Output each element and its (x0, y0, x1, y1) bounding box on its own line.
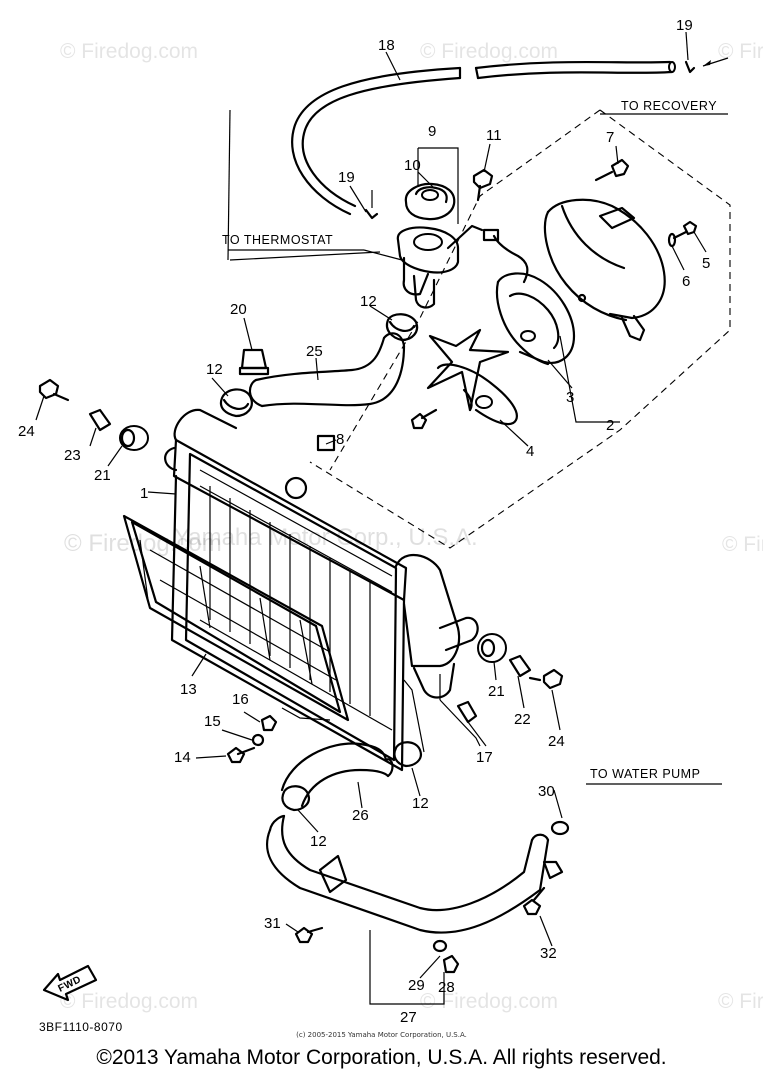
bolt-icon (472, 168, 494, 202)
collar-icon (88, 408, 112, 432)
callout-12: 12 (310, 833, 327, 850)
watermark-text: © Firedog.com (420, 990, 558, 1013)
callout-14: 14 (174, 749, 191, 766)
upper-hose (248, 332, 406, 408)
fan-assembly-outline (309, 109, 731, 549)
callout-21: 21 (488, 683, 505, 700)
filler-neck (396, 224, 484, 309)
note-label: TO RECOVERY (621, 99, 717, 113)
callout-numbers: 18 19 19 9 10 11 7 5 6 3 2 4 12 20 25 12… (18, 17, 710, 1026)
callout-13: 13 (180, 681, 197, 698)
callout-24: 24 (548, 733, 565, 750)
fan-motor (482, 228, 576, 366)
hose-clamp (385, 313, 419, 342)
callout-31: 31 (264, 915, 281, 932)
callout-12: 12 (206, 361, 223, 378)
bolt-icon (294, 926, 324, 944)
bracket-icon (456, 700, 478, 724)
callout-18: 18 (378, 37, 395, 54)
callout-12: 12 (412, 795, 429, 812)
callout-27: 27 (400, 1009, 417, 1026)
callout-28: 28 (438, 979, 455, 996)
callout-20: 20 (230, 301, 247, 318)
note-to-recovery: TO RECOVERY (600, 99, 728, 115)
o-ring-icon (550, 820, 570, 836)
fwd-arrow-icon: FWD (42, 964, 98, 1002)
note-to-water-pump: TO WATER PUMP (586, 767, 722, 785)
hose-clip-icon (684, 57, 729, 74)
hose-clamp (219, 388, 253, 418)
bolt-icon (38, 378, 70, 402)
bolt-icon (672, 220, 698, 240)
callout-29: 29 (408, 977, 425, 994)
note-to-thermostat: TO THERMOSTAT (222, 233, 403, 261)
bolt-icon (522, 886, 546, 916)
hose-clip-icon (364, 190, 379, 220)
collar-icon (508, 654, 532, 678)
callout-19: 19 (676, 17, 693, 34)
callout-9: 9 (428, 123, 436, 140)
callout-23: 23 (64, 447, 81, 464)
bolt-icon (528, 668, 564, 690)
radiator-guard (122, 514, 350, 722)
note-label: TO THERMOSTAT (222, 233, 333, 247)
reference-code: 3BF1110-8070 (39, 1020, 123, 1034)
callout-12: 12 (360, 293, 377, 310)
callout-3: 3 (566, 389, 574, 406)
plug-cap (238, 348, 270, 376)
watermark-layer: © Firedog.com © Firedog.com © Firedog.co… (60, 40, 763, 1013)
grommet-icon (477, 633, 507, 663)
watermark-text: © Firedog.com (718, 40, 763, 63)
bolt-icon (410, 408, 438, 430)
note-label: TO WATER PUMP (590, 767, 700, 781)
nut-icon (260, 714, 278, 732)
grommet-icon (119, 425, 149, 451)
fan-shroud (543, 198, 666, 342)
callout-24: 24 (18, 423, 35, 440)
bolt-icon (594, 158, 630, 182)
fan-blade (426, 328, 518, 426)
callout-15: 15 (204, 713, 221, 730)
callout-30: 30 (538, 783, 555, 800)
callout-6: 6 (682, 273, 690, 290)
overflow-hose (291, 60, 676, 216)
watermark-text: © Firedog.com (60, 40, 198, 63)
watermark-text: © Firedog.com (60, 990, 198, 1013)
callout-32: 32 (540, 945, 557, 962)
washer-icon (251, 733, 265, 747)
callout-8: 8 (336, 431, 344, 448)
watermark-text: © Firedog.com (722, 533, 763, 556)
callout-22: 22 (514, 711, 531, 728)
callout-4: 4 (526, 443, 534, 460)
hose-clamp (393, 741, 422, 768)
callout-26: 26 (352, 807, 369, 824)
leader-lines (35, 31, 707, 1005)
callout-19: 19 (338, 169, 355, 186)
callout-2: 2 (606, 417, 614, 434)
callout-25: 25 (306, 343, 323, 360)
copyright-notice: ©2013 Yamaha Motor Corporation, U.S.A. A… (96, 1046, 667, 1069)
watermark-text: © Firedog.com (64, 530, 222, 557)
watermark-text: © Firedog.com (420, 40, 558, 63)
callout-21: 21 (94, 467, 111, 484)
callout-1: 1 (140, 485, 148, 502)
hose-clamp (281, 785, 310, 812)
callout-7: 7 (606, 129, 614, 146)
callout-17: 17 (476, 749, 493, 766)
radiator-cap (404, 182, 456, 221)
drain-bolt-icon (432, 939, 460, 974)
water-pipe (266, 814, 564, 934)
watermark-text: © Firedog.com (718, 990, 763, 1013)
washer-icon (667, 232, 677, 248)
callout-10: 10 (404, 157, 421, 174)
callout-16: 16 (232, 691, 249, 708)
lower-hose (280, 742, 394, 808)
callout-5: 5 (702, 255, 710, 272)
bolt-icon (226, 746, 256, 764)
small-copyright: (c) 2005-2015 Yamaha Motor Corporation, … (296, 1031, 467, 1039)
callout-11: 11 (486, 127, 502, 144)
radiator (164, 408, 479, 772)
